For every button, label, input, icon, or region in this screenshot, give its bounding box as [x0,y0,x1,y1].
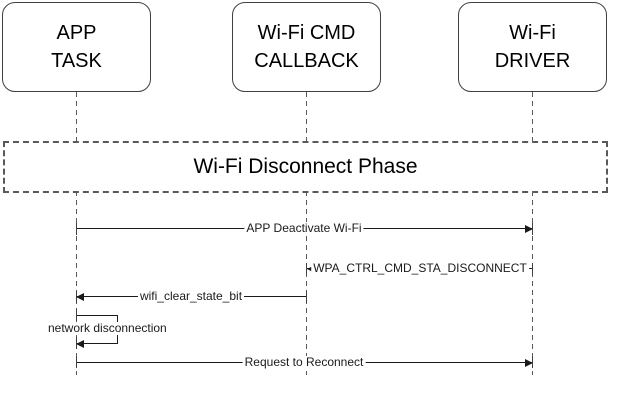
message-label-wpa-ctrl-cmd-sta-disconnect: WPA_CTRL_CMD_STA_DISCONNECT [311,261,529,275]
message-label-app-deactivate-wifi: APP Deactivate Wi-Fi [244,221,364,235]
phase-title: Wi-Fi Disconnect Phase [193,155,418,178]
endpoint-tick [532,263,533,275]
endpoint-tick [306,291,307,303]
actor-wifi-driver-line2: DRIVER [494,50,571,72]
message-label-network-disconnection: network disconnection [46,321,169,335]
message-label-request-to-reconnect: Request to Reconnect [242,355,366,369]
arrowhead-left-icon [76,293,84,301]
arrowhead-right-icon [525,225,533,233]
endpoint-tick [306,263,307,275]
endpoint-tick [76,223,77,235]
phase-box: Wi-Fi Disconnect Phase [3,141,608,193]
actor-wifi-cmd-callback-line1: Wi-Fi CMD [257,22,356,44]
self-message-return-line [76,343,118,344]
actor-wifi-driver-line1: Wi-Fi [509,22,556,44]
actor-wifi-driver: Wi-Fi DRIVER [458,2,607,92]
actor-app-task: APP TASK [2,2,151,92]
arrowhead-right-icon [525,359,533,367]
self-message-top-line [76,315,118,316]
actor-app-task-line1: APP [56,22,97,44]
arrowhead-left-icon [76,340,84,348]
actor-app-task-line2: TASK [51,50,102,72]
message-label-wifi-clear-state-bit: wifi_clear_state_bit [137,289,245,303]
endpoint-tick [76,356,77,368]
endpoint-tick [76,309,77,321]
actor-wifi-cmd-callback: Wi-Fi CMD CALLBACK [232,2,381,92]
actor-wifi-cmd-callback-line2: CALLBACK [254,50,359,72]
arrowhead-left-icon [307,265,315,273]
